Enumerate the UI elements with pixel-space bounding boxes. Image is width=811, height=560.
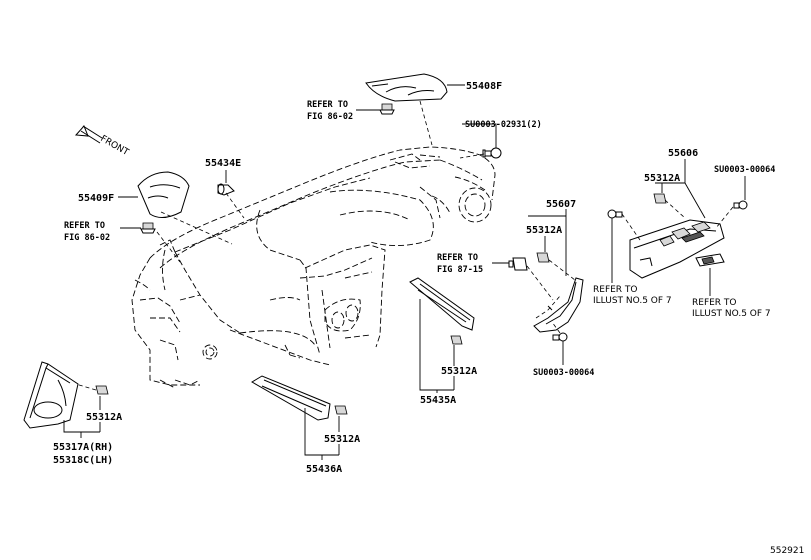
dash-55408F <box>419 100 433 146</box>
refer-fig-86-02-top-line2: FIG 86-02 <box>307 112 353 122</box>
dash-clip-lower-left <box>75 383 97 391</box>
refer-illust-right-line1: REFER TO <box>692 298 737 308</box>
instrument-panel-assembly <box>131 146 496 389</box>
leader-55606-part <box>684 182 706 219</box>
front-arrow-icon <box>74 125 103 144</box>
dash-clip-right <box>664 199 686 219</box>
label-55312A-mid: 55312A <box>526 225 562 236</box>
dash-clip-left <box>156 231 181 263</box>
clip-icon-left <box>140 222 156 234</box>
clip-55312A-mid <box>536 252 550 263</box>
clip-55312A-right <box>653 193 667 204</box>
label-55312A-center: 55312A <box>441 366 477 377</box>
clip-icon <box>379 103 395 115</box>
leader-55436A <box>304 408 320 456</box>
label-55436A: 55436A <box>306 464 342 475</box>
screw-icon-switch <box>607 209 623 219</box>
label-55409F: 55409F <box>78 193 114 204</box>
clip-55312A-bottom <box>334 405 348 415</box>
label-55408F: 55408F <box>466 81 502 92</box>
label-55435A: 55435A <box>420 395 456 406</box>
connector-icon <box>508 257 528 271</box>
part-55434E-trim <box>217 183 235 196</box>
dash-55434E <box>225 192 245 219</box>
label-55318C: 55318C(LH) <box>53 455 113 466</box>
figure-id: 552921 <box>770 546 804 556</box>
leader-55435A <box>419 299 430 391</box>
dash-bolt <box>459 153 485 159</box>
refer-fig-87-15-line1: REFER TO <box>437 253 478 263</box>
label-55312A-left: 55312A <box>86 412 122 423</box>
refer-illust-left-line1: REFER TO <box>593 285 638 295</box>
refer-fig-86-02-top-line1: REFER TO <box>307 100 348 110</box>
label-55317A: 55317A(RH) <box>53 442 113 453</box>
bolt-icon <box>482 147 502 159</box>
part-55435A-trim <box>409 277 475 331</box>
refer-fig-86-02-left-line1: REFER TO <box>64 221 105 231</box>
dash-screw-switch <box>621 213 641 241</box>
part-55317A-end-panel <box>23 361 79 429</box>
clip-55312A-left <box>95 385 109 395</box>
refer-illust-right-line2: ILLUST NO.5 OF 7 <box>692 309 771 319</box>
dash-55409F <box>160 211 233 245</box>
part-55607-bracket <box>533 277 584 333</box>
refer-fig-86-02-left-line2: FIG 86-02 <box>64 233 110 243</box>
label-55606: 55606 <box>668 148 698 159</box>
dash-screw-mid <box>551 321 561 334</box>
front-label: FRONT <box>99 134 131 158</box>
part-55409F-cover <box>137 171 190 218</box>
refer-illust-left-line2: ILLUST NO.5 OF 7 <box>593 296 672 306</box>
dash-clip-mid <box>548 259 576 281</box>
part-55606-switch-panel <box>629 219 725 279</box>
label-55434E: 55434E <box>205 158 241 169</box>
dash-connector <box>526 265 554 301</box>
label-55607: 55607 <box>546 199 576 210</box>
label-su0003-00064-right: SU0003-00064 <box>714 165 775 175</box>
dash-screw-right <box>715 206 734 229</box>
part-55436A-trim <box>251 375 331 421</box>
screw-icon-right <box>733 200 748 210</box>
part-55408F-cover <box>365 73 448 102</box>
label-su0003-00064-mid: SU0003-00064 <box>533 368 594 378</box>
leader-su0003-02931 <box>462 123 497 148</box>
clip-55312A-center <box>450 335 463 345</box>
label-55312A-bottom: 55312A <box>324 434 360 445</box>
screw-icon-mid <box>552 332 568 342</box>
label-su0003-02931: SU0003-02931(2) <box>465 120 542 130</box>
refer-fig-87-15-line2: FIG 87-15 <box>437 265 483 275</box>
label-55312A-right: 55312A <box>644 173 680 184</box>
